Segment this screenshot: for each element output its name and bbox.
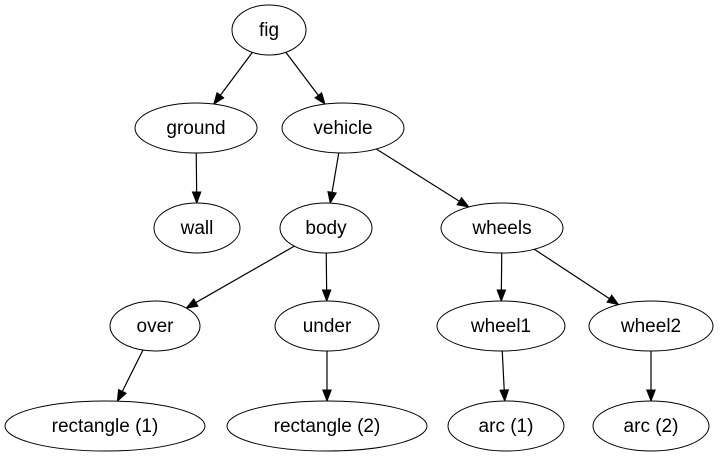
node-fig[interactable]: fig	[231, 4, 307, 56]
arrowhead-icon	[185, 298, 199, 309]
node-label: arc (1)	[479, 416, 534, 437]
node-over[interactable]: over	[109, 300, 201, 352]
node-wheels[interactable]: wheels	[440, 202, 564, 254]
node-label: rectangle (1)	[52, 416, 159, 437]
arrowhead-icon	[116, 388, 127, 403]
node-label: fig	[259, 20, 279, 41]
node-label: wheels	[471, 218, 531, 239]
node-shape[interactable]	[134, 102, 258, 154]
edge-fig-to-vehicle	[285, 51, 326, 106]
node-label: ground	[166, 118, 225, 139]
node-label: wheel2	[620, 316, 681, 337]
edges-layer	[116, 51, 656, 403]
edge-wheel1-to-arc1	[499, 350, 510, 403]
node-under[interactable]: under	[274, 300, 380, 352]
node-label: under	[303, 316, 352, 337]
arrowhead-icon	[499, 389, 510, 403]
node-shape[interactable]	[231, 4, 307, 56]
edge-over-to-rectangle1	[116, 349, 144, 403]
node-wall[interactable]: wall	[153, 202, 241, 254]
node-shape[interactable]	[153, 202, 241, 254]
edge-line	[285, 51, 319, 96]
node-shape[interactable]	[447, 400, 565, 452]
edge-vehicle-to-wheels	[375, 148, 470, 208]
node-label: body	[305, 218, 347, 239]
node-label: arc (2)	[624, 416, 679, 437]
node-label: vehicle	[313, 118, 372, 139]
node-shape[interactable]	[4, 400, 206, 452]
edge-line	[375, 148, 460, 202]
arrowhead-icon	[212, 91, 225, 106]
arrowhead-icon	[191, 191, 202, 205]
node-label: over	[137, 316, 175, 337]
arrowhead-icon	[327, 190, 338, 205]
node-label: wheel1	[470, 316, 531, 337]
edge-body-to-over	[185, 245, 295, 309]
edge-wheel2-to-arc2	[646, 351, 656, 403]
node-shape[interactable]	[226, 400, 428, 452]
arrowhead-icon	[606, 294, 620, 306]
node-wheel2[interactable]: wheel2	[588, 300, 714, 352]
node-shape[interactable]	[588, 300, 714, 352]
node-rectangle2[interactable]: rectangle (2)	[226, 400, 428, 452]
node-body[interactable]: body	[279, 202, 373, 254]
arrowhead-icon	[646, 389, 656, 403]
node-shape[interactable]	[440, 202, 564, 254]
edge-body-to-under	[321, 252, 332, 303]
node-shape[interactable]	[436, 300, 566, 352]
arrowhead-icon	[322, 389, 332, 403]
arrowhead-icon	[314, 91, 326, 106]
node-rectangle1[interactable]: rectangle (1)	[4, 400, 206, 452]
edge-wheels-to-wheel1	[496, 252, 507, 303]
arrowhead-icon	[496, 289, 507, 303]
node-wheel1[interactable]: wheel1	[436, 300, 566, 352]
node-shape[interactable]	[274, 300, 380, 352]
node-arc2[interactable]: arc (2)	[592, 400, 710, 452]
node-label: wall	[180, 218, 214, 239]
edge-line	[195, 245, 295, 304]
node-shape[interactable]	[279, 202, 373, 254]
edge-line	[331, 152, 340, 193]
node-shape[interactable]	[109, 300, 201, 352]
edge-fig-to-ground	[212, 51, 253, 106]
edge-line	[121, 349, 144, 392]
node-ground[interactable]: ground	[134, 102, 258, 154]
edge-line	[219, 51, 253, 96]
edge-wheels-to-wheel2	[533, 248, 620, 306]
node-arc1[interactable]: arc (1)	[447, 400, 565, 452]
edge-vehicle-to-body	[327, 152, 340, 205]
node-shape[interactable]	[592, 400, 710, 452]
arrowhead-icon	[321, 289, 332, 303]
edge-line	[501, 350, 505, 391]
edge-under-to-rectangle2	[322, 351, 332, 403]
node-vehicle[interactable]: vehicle	[281, 102, 405, 154]
node-label: rectangle (2)	[274, 416, 381, 437]
nodes-layer: fig ground vehicle wall body wheels over under w…	[4, 4, 714, 452]
node-shape[interactable]	[281, 102, 405, 154]
edge-ground-to-wall	[191, 152, 202, 205]
edge-line	[533, 248, 610, 300]
arrowhead-icon	[456, 196, 470, 208]
